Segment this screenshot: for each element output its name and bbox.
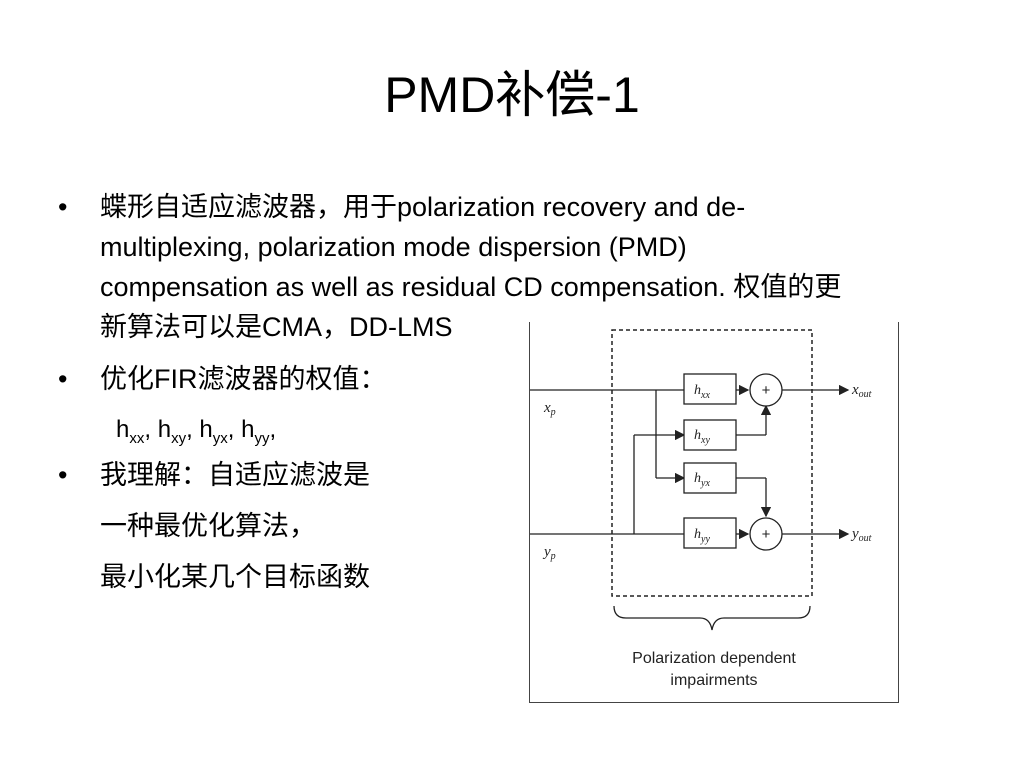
weight-sep: , xyxy=(269,416,277,443)
filter-sub: yx xyxy=(700,478,710,489)
adder-x-plus: + xyxy=(762,382,771,399)
svg-text:yp: yp xyxy=(542,544,556,562)
filter-label-h: h xyxy=(694,471,701,486)
filter-box-hxy xyxy=(683,419,737,451)
filter-label-h: h xyxy=(694,527,701,542)
svg-text:xp: xp xyxy=(543,400,556,418)
impairments-brace xyxy=(613,605,811,631)
output-y-sub: out xyxy=(859,533,872,544)
weight-sub: xx xyxy=(129,429,145,447)
input-x-label: x xyxy=(543,400,551,416)
bullet-text: 蝶形自适应滤波器，用于polarization recovery and de-… xyxy=(100,187,980,347)
svg-text:yout: yout xyxy=(850,526,872,544)
output-x-label: x xyxy=(851,382,859,398)
input-y-label: y xyxy=(542,544,551,560)
weight-sub: yx xyxy=(212,429,228,447)
bullet-text: 我理解：自适应滤波是 xyxy=(100,455,370,495)
bullet-dot: • xyxy=(58,364,68,394)
input-y-sub: p xyxy=(550,551,556,562)
filter-label-h: h xyxy=(694,383,701,398)
bullet-continuation: 一种最优化算法， xyxy=(100,511,316,541)
svg-text:hyx: hyx xyxy=(694,471,710,489)
bullet-line: 新算法可以是CMA，DD-LMS xyxy=(100,312,453,342)
weight-h: h xyxy=(116,416,130,443)
filter-box-hyy xyxy=(683,517,737,549)
svg-text:hyy: hyy xyxy=(694,527,710,545)
filter-sub: xx xyxy=(700,390,710,401)
svg-text:hxx: hxx xyxy=(694,383,710,401)
diagram-canvas: xp yp xout yout hxx hxy hyx hyy + + xyxy=(530,329,872,631)
svg-text:xout: xout xyxy=(851,382,872,400)
weight-sub: xy xyxy=(171,429,187,447)
output-x-sub: out xyxy=(859,389,872,400)
weight-sep: , xyxy=(227,416,242,443)
adder-y-plus: + xyxy=(762,526,771,543)
weight-sep: , xyxy=(144,416,158,443)
caption-line: Polarization dependent xyxy=(632,650,796,667)
caption-line: impairments xyxy=(670,672,758,689)
weight-h: h xyxy=(199,416,213,443)
filter-sub: xy xyxy=(700,435,710,446)
bullet-line: 蝶形自适应滤波器，用于polarization recovery and de- xyxy=(100,192,746,222)
bullet-dot: • xyxy=(58,192,68,222)
filter-sub: yy xyxy=(700,534,710,545)
bullet-line: compensation as well as residual CD comp… xyxy=(100,272,842,302)
filter-box-hyx xyxy=(683,462,737,494)
weight-h: h xyxy=(157,416,172,443)
bullet-text: 优化FIR滤波器的权值： xyxy=(100,364,387,394)
input-x-sub: p xyxy=(550,407,556,418)
bullet-line: 我理解：自适应滤波是 xyxy=(100,460,370,490)
weight-sep: , xyxy=(186,416,200,443)
weight-sub: yy xyxy=(254,429,270,447)
output-y-label: y xyxy=(850,526,859,542)
filter-label-h: h xyxy=(694,428,701,443)
butterfly-filter-diagram: xp yp xout yout hxx hxy hyx hyy + + Pola… xyxy=(529,322,899,703)
filter-box-hxx xyxy=(683,373,737,405)
dashed-enclosure xyxy=(611,329,813,597)
bullet-continuation: 最小化某几个目标函数 xyxy=(100,562,370,592)
weight-h: h xyxy=(241,416,255,443)
figure-caption: Polarization dependent impairments xyxy=(530,648,898,692)
slide-title: PMD补偿-1 xyxy=(384,67,640,123)
weights-list: hxx, hxy, hyx, hyy, xyxy=(116,412,276,457)
svg-text:hxy: hxy xyxy=(694,428,710,446)
bullet-dot: • xyxy=(58,460,68,490)
bullet-line: multiplexing, polarization mode dispersi… xyxy=(100,232,687,262)
